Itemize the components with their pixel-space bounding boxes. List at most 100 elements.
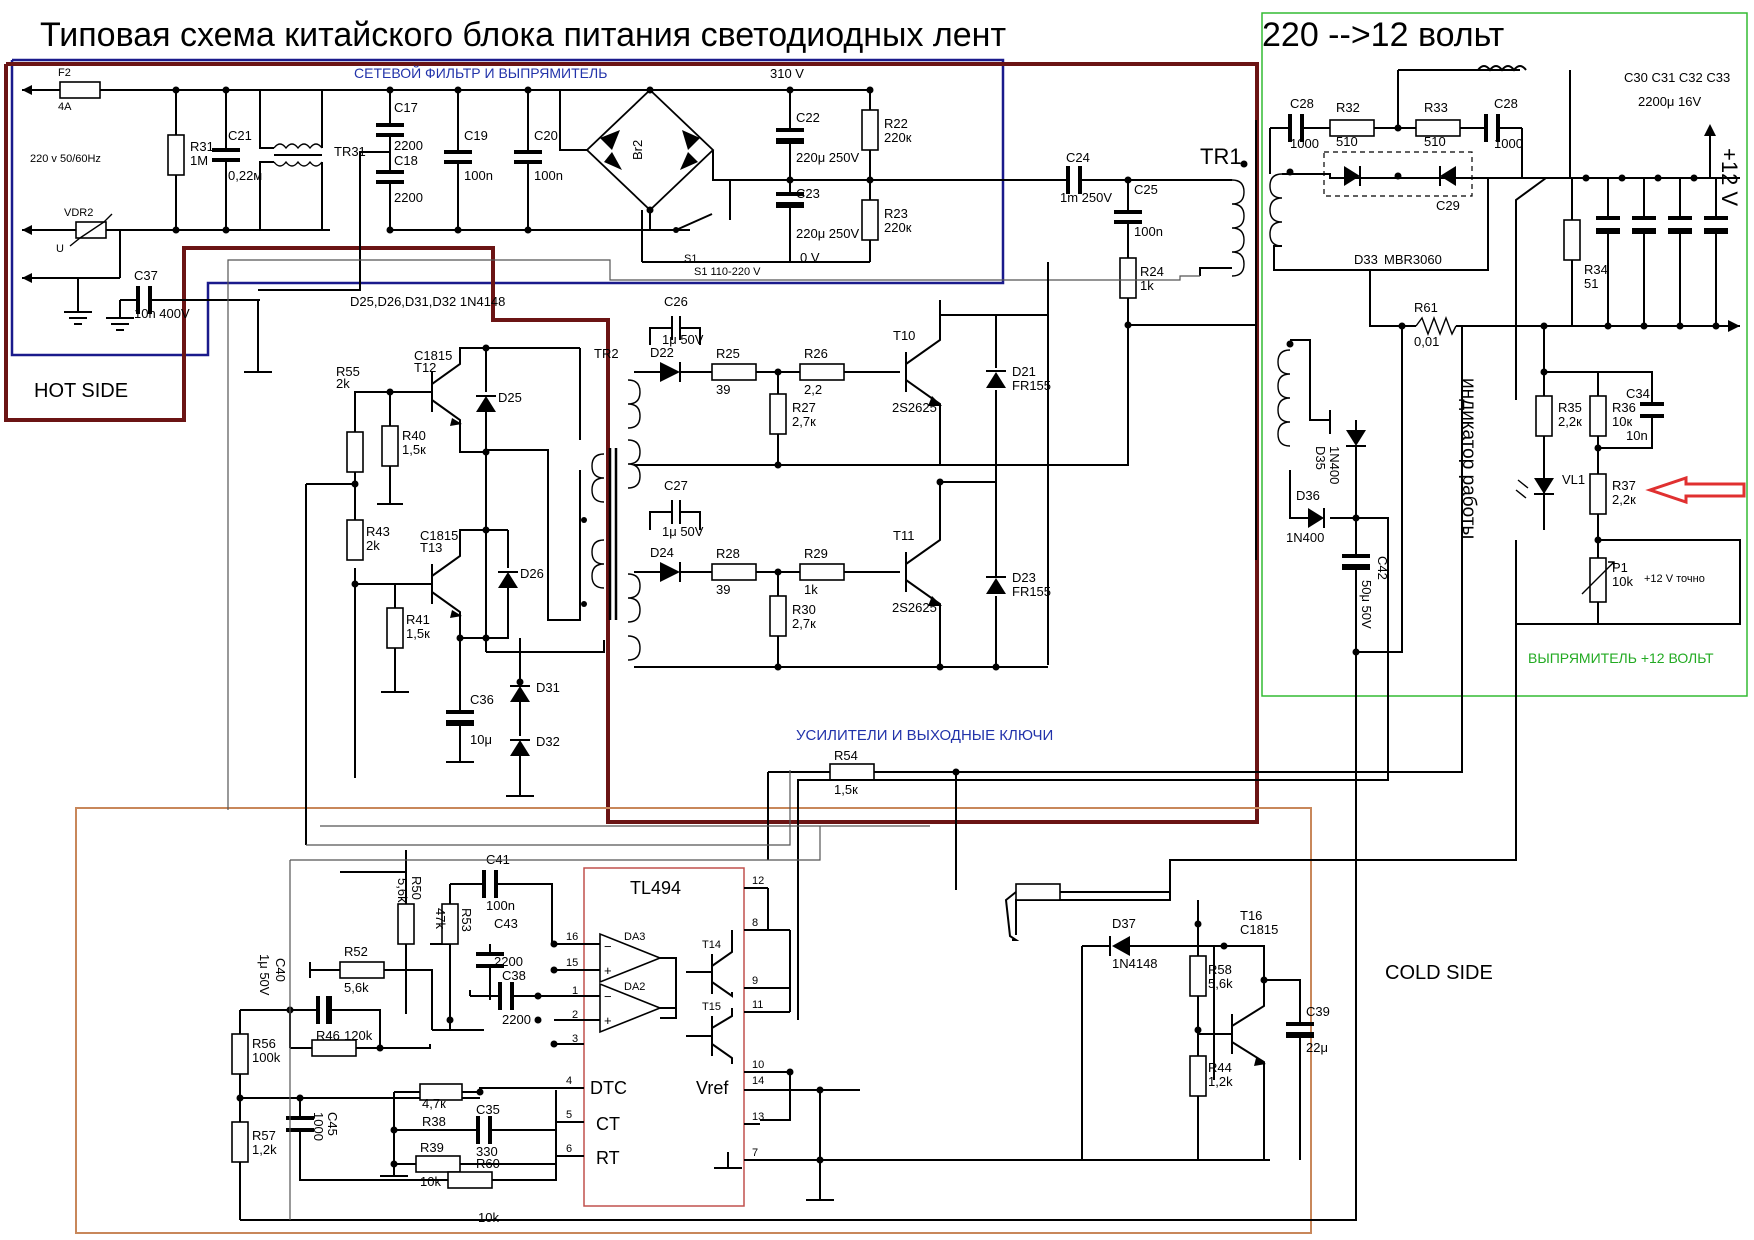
- pin-labels: 16 15 1 2 3 4 5 6 12 8 9 11 10 14 13 7: [566, 875, 764, 1159]
- svg-text:U: U: [56, 243, 64, 255]
- svg-text:2S2625: 2S2625: [892, 400, 937, 415]
- svg-text:10k: 10k: [420, 1174, 441, 1189]
- svg-text:5,6k: 5,6k: [1208, 976, 1233, 991]
- svg-text:R60: R60: [476, 1156, 500, 1171]
- svg-text:1μ 50V: 1μ 50V: [662, 524, 704, 539]
- svg-text:330: 330: [476, 1144, 498, 1159]
- svg-text:2k: 2k: [366, 538, 380, 553]
- svg-text:220к: 220к: [884, 220, 912, 235]
- svg-text:C20: C20: [534, 128, 558, 143]
- svg-text:C28: C28: [1494, 96, 1518, 111]
- svg-text:10μ: 10μ: [470, 732, 492, 747]
- svg-text:+12 V: +12 V: [1717, 148, 1742, 206]
- svg-text:1,2k: 1,2k: [252, 1142, 277, 1157]
- svg-text:Br2: Br2: [630, 140, 645, 160]
- svg-text:R32: R32: [1336, 100, 1360, 115]
- pre-driver: D25,D26,D31,D32 1N4148 D25 C1815 T12 R55…: [305, 294, 605, 845]
- svg-text:100n: 100n: [1134, 224, 1163, 239]
- svg-text:R39: R39: [420, 1140, 444, 1155]
- output-caps: [1596, 178, 1728, 326]
- svg-text:1: 1: [572, 985, 578, 997]
- protection-circuit: D37 1N4148 R58 5,6k R44 1,2k T16 C1815 C…: [1004, 883, 1330, 1160]
- svg-text:R57: R57: [252, 1128, 276, 1143]
- svg-text:10k: 10k: [478, 1210, 499, 1225]
- svg-text:6: 6: [566, 1143, 572, 1155]
- svg-text:R25: R25: [716, 346, 740, 361]
- svg-text:10: 10: [752, 1059, 764, 1071]
- svg-text:C43: C43: [494, 916, 518, 931]
- svg-text:C25: C25: [1134, 182, 1158, 197]
- svg-text:C17: C17: [394, 100, 418, 115]
- svg-text:1N400: 1N400: [1286, 530, 1324, 545]
- svg-text:C45: C45: [325, 1112, 340, 1136]
- svg-text:D35: D35: [1313, 446, 1328, 470]
- svg-text:C29: C29: [1436, 198, 1460, 213]
- svg-text:3: 3: [572, 1033, 578, 1045]
- svg-text:47k: 47k: [433, 908, 448, 929]
- svg-text:+: +: [604, 963, 612, 978]
- svg-text:12: 12: [752, 875, 764, 887]
- svg-text:C30 C31 C32 C33: C30 C31 C32 C33: [1624, 70, 1730, 85]
- svg-text:FR155: FR155: [1012, 378, 1051, 393]
- svg-text:R50: R50: [409, 876, 424, 900]
- svg-text:2200: 2200: [502, 1012, 531, 1027]
- highlight-arrow: [1645, 475, 1746, 505]
- svg-text:R43: R43: [366, 524, 390, 539]
- svg-text:C1815: C1815: [1240, 922, 1278, 937]
- svg-text:51: 51: [1584, 276, 1598, 291]
- svg-text:10n 400V: 10n 400V: [134, 306, 190, 321]
- svg-text:F2: F2: [58, 67, 71, 79]
- svg-text:C37: C37: [134, 268, 158, 283]
- svg-text:1M: 1M: [190, 153, 208, 168]
- main-transformer: C24 1m 250V C25 100n R24 1k TR1: [227, 120, 1257, 810]
- svg-text:R22: R22: [884, 116, 908, 131]
- svg-text:2,7к: 2,7к: [792, 414, 816, 429]
- svg-text:10n: 10n: [1626, 428, 1648, 443]
- aux-supply: 1N400 D35 D36 1N400 C42 50μ 50V: [240, 326, 1517, 1221]
- svg-text:DA3: DA3: [624, 931, 645, 943]
- svg-text:10к: 10к: [1612, 414, 1632, 429]
- svg-text:1μ 50V: 1μ 50V: [662, 332, 704, 347]
- svg-text:2200: 2200: [394, 138, 423, 153]
- diagram-subtitle: 220 -->12 вольт: [1262, 16, 1504, 54]
- svg-text:4: 4: [566, 1075, 572, 1087]
- svg-text:T12: T12: [414, 360, 436, 375]
- svg-text:D26: D26: [520, 566, 544, 581]
- svg-text:R40: R40: [402, 428, 426, 443]
- svg-text:C34: C34: [1626, 386, 1650, 401]
- svg-text:T15: T15: [702, 1001, 721, 1013]
- svg-text:10k: 10k: [1612, 574, 1633, 589]
- svg-text:100n: 100n: [486, 898, 515, 913]
- svg-text:R58: R58: [1208, 962, 1232, 977]
- svg-text:13: 13: [752, 1111, 764, 1123]
- svg-text:C35: C35: [476, 1102, 500, 1117]
- svg-text:R38: R38: [422, 1114, 446, 1129]
- svg-text:TR31: TR31: [334, 144, 366, 159]
- cold-side-box: [75, 807, 1312, 1234]
- svg-text:1,5к: 1,5к: [406, 626, 430, 641]
- svg-text:VDR2: VDR2: [64, 207, 93, 219]
- svg-text:R31: R31: [190, 139, 214, 154]
- svg-text:R46: R46: [316, 1028, 340, 1043]
- svg-text:D22: D22: [650, 345, 674, 360]
- svg-text:R52: R52: [344, 944, 368, 959]
- svg-text:DTC: DTC: [590, 1078, 627, 1098]
- svg-text:T14: T14: [702, 939, 721, 951]
- svg-text:C39: C39: [1306, 1004, 1330, 1019]
- svg-text:D31: D31: [536, 680, 560, 695]
- svg-text:1m 250V: 1m 250V: [1060, 190, 1112, 205]
- svg-text:C1815: C1815: [414, 348, 452, 363]
- svg-text:2200: 2200: [494, 954, 523, 969]
- svg-text:R35: R35: [1558, 400, 1582, 415]
- svg-text:2: 2: [572, 1009, 578, 1021]
- svg-text:+12 V точно: +12 V точно: [1644, 573, 1705, 585]
- svg-text:D24: D24: [650, 545, 674, 560]
- svg-text:S1 110-220 V: S1 110-220 V: [694, 266, 761, 278]
- svg-text:1N400: 1N400: [1327, 446, 1342, 484]
- svg-text:D23: D23: [1012, 570, 1036, 585]
- svg-text:C23: C23: [796, 186, 820, 201]
- pwm-controller: TL494 DA3 DA2 −+ −+ T14 T15 DTC CT RT Vr…: [550, 867, 1270, 1207]
- svg-text:+: +: [604, 1013, 612, 1028]
- svg-text:0,01: 0,01: [1414, 334, 1439, 349]
